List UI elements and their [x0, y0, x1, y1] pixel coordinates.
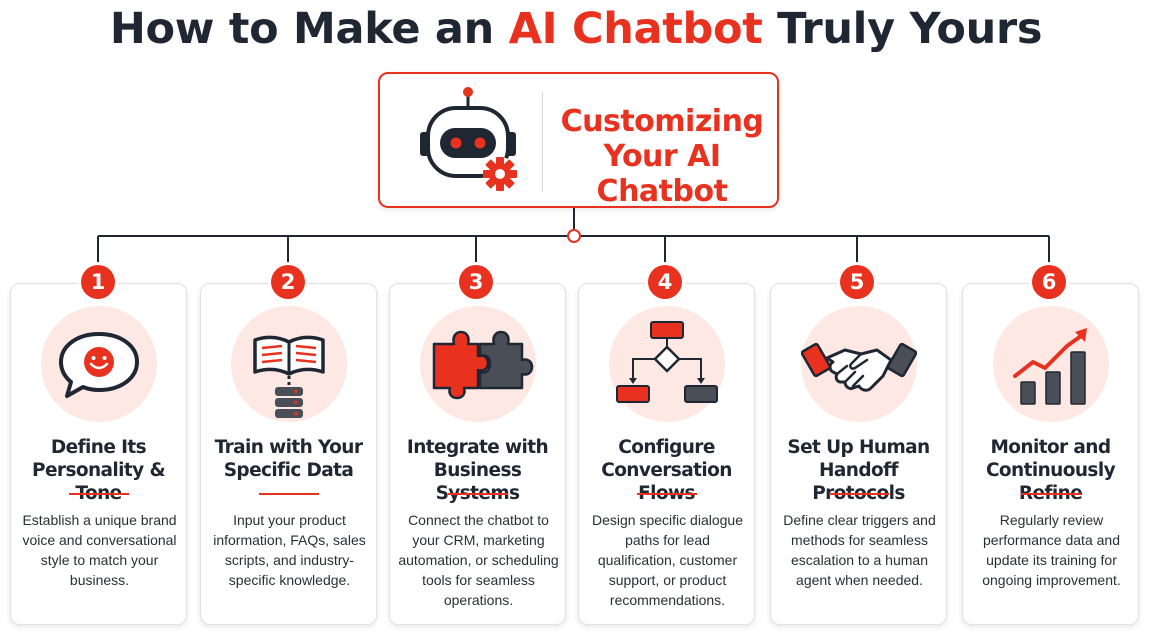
step-card-3: Integrate with Business Systems Connect … [389, 283, 566, 625]
step-description: Regularly review performance data and up… [982, 512, 1121, 588]
puzzle-pieces-icon [432, 330, 534, 400]
title-underline [69, 493, 129, 495]
step-number-badge-6: 6 [1032, 265, 1066, 299]
flowchart-icon [616, 321, 718, 403]
step-description: Design specific dialogue paths for lead … [592, 512, 743, 608]
step-card-2: Train with Your Specific Data Input your… [200, 283, 377, 625]
smiley-chat-bubble-icon [59, 332, 139, 398]
step-number-badge-4: 4 [648, 265, 682, 299]
hub-title-line1: Customizing [560, 104, 764, 139]
title-underline [259, 493, 319, 495]
step-title-line2: Personality & Tone [32, 460, 166, 504]
hub-separator [542, 92, 543, 192]
step-description: Establish a unique brand voice and conve… [22, 512, 177, 588]
step-title-line1: Monitor and [990, 437, 1111, 458]
step-title-line2: Specific Data [223, 460, 354, 481]
page-title: How to Make an AI Chatbot Truly Yours [0, 4, 1152, 54]
book-database-icon [253, 335, 325, 418]
handshake-icon [801, 342, 917, 392]
step-title-line1: Set Up Human [787, 437, 930, 458]
icon-circle [41, 306, 157, 422]
step-title: Configure Conversation Flows [579, 436, 754, 505]
step-number-badge-1: 1 [81, 265, 115, 299]
step-title-line1: Integrate with [406, 437, 549, 458]
growth-chart-icon [1013, 328, 1087, 405]
hub-title-line2: Your AI Chatbot [596, 139, 728, 209]
icon-circle [801, 306, 917, 422]
robot-gear-icon [420, 87, 517, 191]
step-title-line2: Continuously Refine [985, 460, 1116, 504]
step-title-line2: Business Systems [433, 460, 522, 504]
title-underline [829, 493, 889, 495]
title-underline [448, 493, 508, 495]
hub-box: Customizing Your AI Chatbot [378, 72, 779, 209]
title-prefix: How to Make an [109, 4, 509, 54]
step-title-line2: Handoff Protocols [812, 460, 905, 504]
step-title-line1: Train with Your [214, 437, 363, 458]
step-card-6: Monitor and Continuously Refine Regularl… [962, 283, 1139, 625]
step-title-line2: Conversation Flows [601, 460, 732, 504]
title-highlight: AI Chatbot [508, 4, 763, 54]
step-number-badge-5: 5 [840, 265, 874, 299]
icon-circle [609, 306, 725, 422]
hub-title: Customizing Your AI Chatbot [548, 104, 776, 209]
step-number-badge-2: 2 [271, 265, 305, 299]
step-title-line1: Configure [618, 437, 715, 458]
step-title: Train with Your Specific Data [201, 436, 376, 482]
icon-circle [231, 306, 347, 422]
title-suffix: Truly Yours [762, 4, 1043, 54]
step-number-badge-3: 3 [459, 265, 493, 299]
step-title: Define Its Personality & Tone [11, 436, 186, 505]
step-card-4: Configure Conversation Flows Design spec… [578, 283, 755, 625]
step-description: Define clear triggers and methods for se… [783, 512, 936, 588]
step-description: Input your product information, FAQs, sa… [213, 512, 366, 588]
icon-circle [993, 306, 1109, 422]
title-underline [1021, 493, 1081, 495]
step-card-5: Set Up Human Handoff Protocols Define cl… [770, 283, 947, 625]
step-title: Monitor and Continuously Refine [963, 436, 1138, 505]
title-underline [637, 493, 697, 495]
step-title-line1: Define Its [50, 437, 147, 458]
step-description: Connect the chatbot to your CRM, marketi… [398, 512, 559, 608]
icon-circle [420, 306, 536, 422]
step-card-1: Define Its Personality & Tone Establish … [10, 283, 187, 625]
